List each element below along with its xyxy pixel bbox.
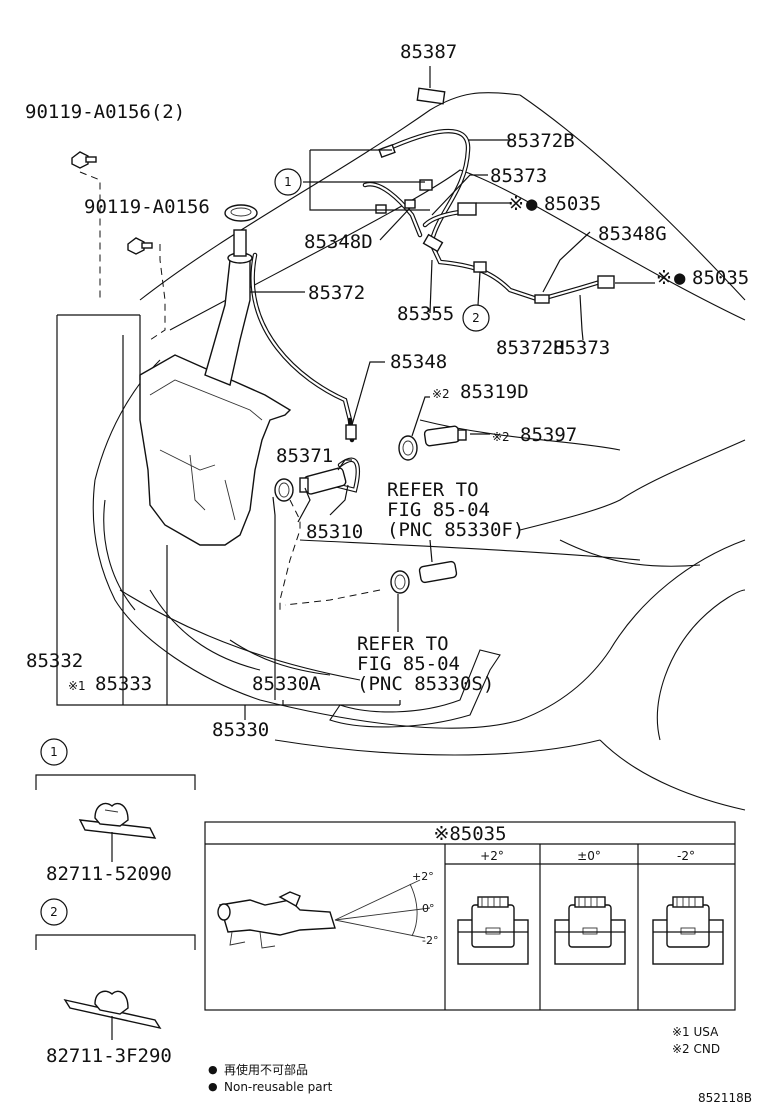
label-85035-a: ※ ● 85035	[508, 193, 601, 215]
clip-part-number: 82711-3F290	[46, 1045, 172, 1067]
washer-pump-85310	[274, 467, 347, 502]
column-minus2: -2°	[677, 849, 695, 863]
refer-line: REFER TO	[387, 479, 479, 501]
label-85332: 85332	[26, 650, 83, 672]
grommet-85319d	[398, 435, 418, 461]
nozzle-front-plus2	[457, 896, 529, 965]
legend-dot: ●	[208, 1080, 218, 1093]
part-number: 85319D	[460, 381, 529, 403]
callout-number: 2	[50, 905, 58, 919]
legend-non-reusable-en: Non-reusable part	[224, 1080, 333, 1094]
nozzle-adjust-table: ※85035 +2° ±0° -2° +2° 0° -2°	[204, 821, 736, 1011]
label-85330: 85330	[212, 719, 269, 741]
washer-tank	[139, 204, 292, 546]
bolt-90119-a0156-2	[71, 151, 97, 169]
column-plus2: +2°	[480, 849, 504, 863]
refer-line: FIG 85-04	[357, 653, 460, 675]
refer-line: (PNC 85330S)	[357, 673, 494, 695]
legend-kome1: ※1 USA	[672, 1025, 719, 1039]
nozzle-front-minus2	[652, 896, 724, 965]
part-labels: 85387 90119-A0156(2) 85372B 85373 ※ ● 85…	[25, 41, 749, 741]
label-85372h: 85372H	[496, 337, 565, 359]
callout-circle-1-top: 1	[274, 168, 302, 196]
label-85387: 85387	[400, 41, 457, 63]
car-body-outline	[92, 92, 746, 811]
label-85373-top: 85373	[490, 165, 547, 187]
refer-note-85330f: REFER TO FIG 85-04 (PNC 85330F)	[387, 479, 524, 563]
callout-circle-2-top: 2	[462, 304, 490, 332]
label-85319d: ※2 85319D	[432, 381, 529, 403]
washer-hoses	[250, 128, 603, 493]
label-85348d: 85348D	[304, 231, 373, 253]
kome-mark: ※	[656, 267, 672, 289]
washer-pump-85330f	[390, 560, 458, 594]
nozzle-side-view: +2° 0° -2°	[217, 870, 438, 949]
label-85373-bottom: 85373	[553, 337, 610, 359]
label-85310: 85310	[306, 521, 363, 543]
legend-kome2: ※2 CND	[672, 1042, 720, 1056]
legend: ※1 USA ※2 CND ● 再使用不可部品 ● Non-reusable p…	[208, 1025, 720, 1094]
bolt-90119-a0156	[127, 237, 153, 255]
part-number: 85397	[520, 424, 577, 446]
clip-detail-1: 1 82711-52090	[35, 738, 196, 885]
motor-85397	[423, 425, 467, 447]
legend-non-reusable-jp: 再使用不可部品	[224, 1062, 308, 1077]
callout-number: 1	[50, 745, 58, 759]
non-reusable-dot: ●	[674, 267, 686, 289]
label-85397: ※2 85397	[492, 424, 577, 446]
label-85330a: 85330A	[252, 673, 321, 695]
kome-mark: ※	[508, 193, 524, 215]
label-85372b: 85372B	[506, 130, 575, 152]
table-title: ※85035	[433, 823, 506, 845]
label-85372: 85372	[308, 282, 365, 304]
part-number: 85035	[692, 267, 749, 289]
angle-minus2: -2°	[422, 934, 438, 947]
label-90119-a0156-2: 90119-A0156(2)	[25, 101, 185, 123]
label-85371: 85371	[276, 445, 333, 467]
refer-line: REFER TO	[357, 633, 449, 655]
callout-number: 2	[472, 311, 480, 325]
angle-zero: 0°	[422, 902, 435, 915]
hose-fittings	[345, 87, 615, 440]
column-zero: ±0°	[577, 849, 601, 863]
refer-line: FIG 85-04	[387, 499, 490, 521]
kome2-mark: ※2	[492, 430, 510, 444]
part-number: 85333	[95, 673, 152, 695]
callout-number: 1	[284, 175, 292, 189]
label-85348: 85348	[390, 351, 447, 373]
label-85355: 85355	[397, 303, 454, 325]
refer-note-85330s: REFER TO FIG 85-04 (PNC 85330S)	[357, 594, 494, 695]
part-number: 85035	[544, 193, 601, 215]
label-85035-b: ※ ● 85035	[656, 267, 749, 289]
figure-id: 852118B	[698, 1091, 752, 1105]
non-reusable-dot: ●	[526, 193, 538, 215]
label-90119-a0156: 90119-A0156	[84, 196, 210, 218]
label-85333: ※1 85333	[68, 673, 152, 695]
legend-dot: ●	[208, 1063, 218, 1076]
refer-line: (PNC 85330F)	[387, 519, 524, 541]
nozzle-front-zero	[554, 896, 626, 965]
kome1-mark: ※1	[68, 679, 86, 693]
label-85348g: 85348G	[598, 223, 667, 245]
kome2-mark: ※2	[432, 387, 450, 401]
clip-part-number: 82711-52090	[46, 863, 172, 885]
leader-lines	[56, 66, 655, 720]
angle-plus2: +2°	[412, 870, 434, 883]
clip-detail-2: 2 82711-3F290	[35, 898, 196, 1067]
